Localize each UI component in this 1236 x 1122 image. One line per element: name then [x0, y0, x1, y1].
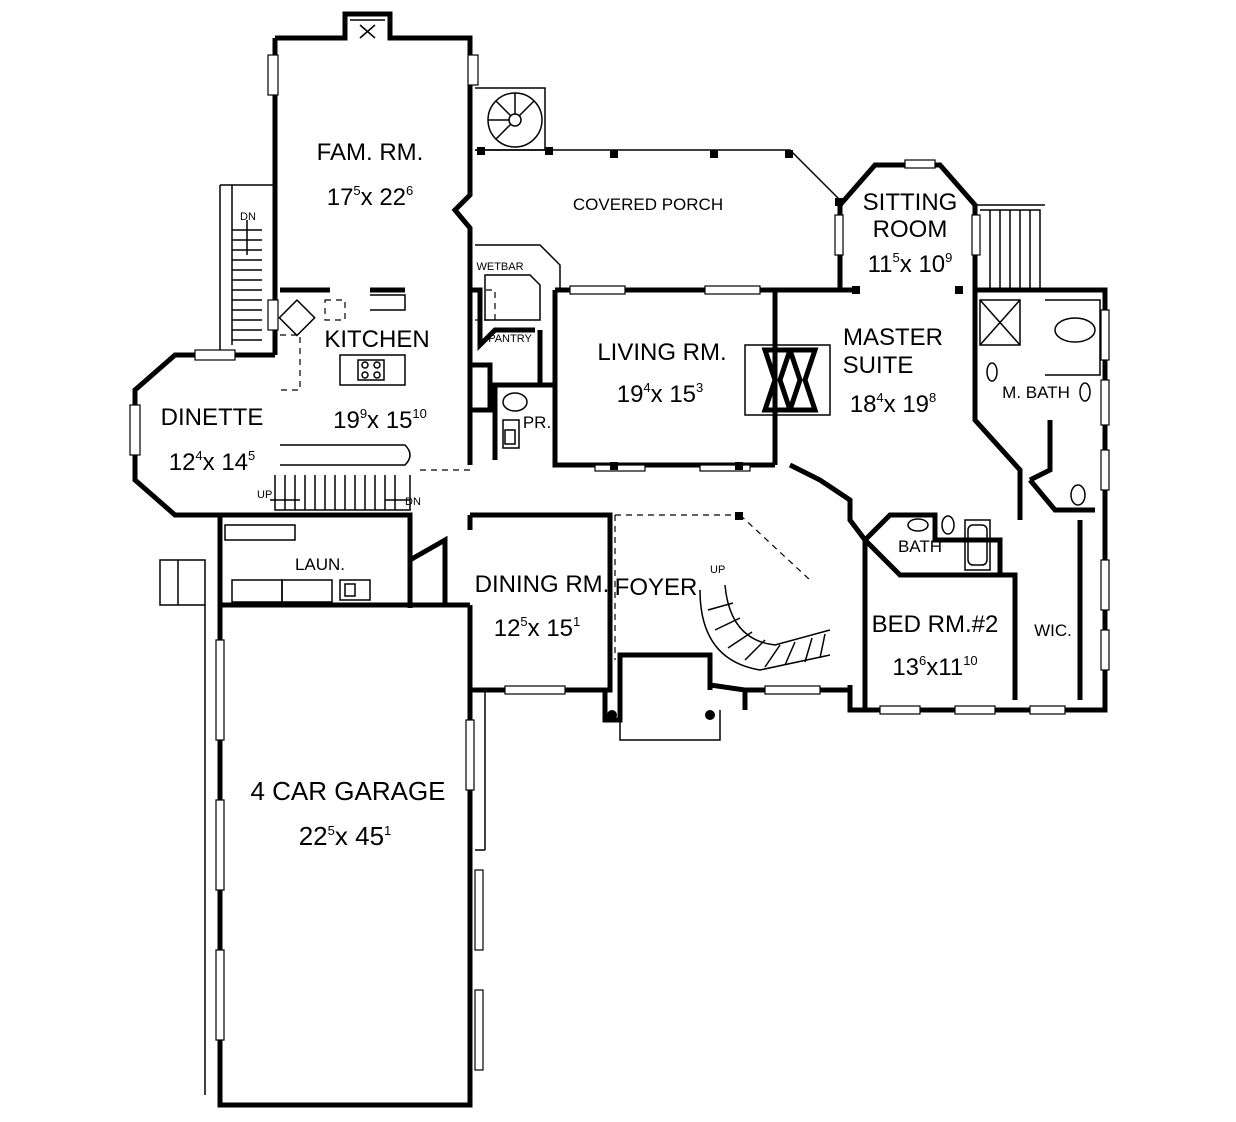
foyer-curved-stair — [420, 469, 831, 671]
bed-rm-2-dims: 136x1110 — [892, 653, 977, 681]
fam-rm-label: FAM. RM. — [317, 139, 424, 166]
dining-rm-label: DINING RM. — [475, 571, 610, 598]
dinette-dims: 124x 145 — [169, 448, 256, 476]
kitchen-fixtures — [278, 294, 406, 391]
garage-label: 4 CAR GARAGE — [250, 776, 445, 806]
windows — [129, 54, 1110, 1071]
deck-stair — [975, 204, 1045, 290]
wetbar-label: WETBAR — [476, 261, 523, 273]
fireplace — [744, 344, 831, 416]
laun-label: LAUN. — [295, 555, 345, 574]
pantry-label: PANTRY — [488, 333, 532, 345]
powder-fixtures — [502, 392, 528, 449]
bath2-fixtures — [907, 515, 991, 571]
basement-stair — [232, 220, 262, 341]
m-bath-label: M. BATH — [1002, 383, 1070, 402]
main-stair — [270, 444, 411, 511]
covered-porch-label: COVERED PORCH — [573, 195, 723, 214]
kitchen-dims: 199x 1510 — [333, 406, 427, 434]
master-suite-label-1: MASTER — [843, 324, 943, 351]
sitting-room-dims: 115x 109 — [868, 250, 953, 278]
living-rm-dims: 194x 153 — [617, 380, 704, 408]
dining-rm-dims: 125x 151 — [494, 614, 581, 642]
stair-dn-top-label: DN — [240, 211, 256, 223]
bath-label: BATH — [898, 537, 942, 556]
room-labels: FAM. RM. 175x 226 COVERED PORCH SITTING … — [161, 139, 1072, 851]
foyer-label: FOYER — [615, 574, 698, 601]
living-rm-label: LIVING RM. — [597, 339, 726, 366]
master-suite-label-2: SUITE — [843, 352, 914, 379]
laundry-fixtures — [159, 524, 371, 606]
spiral-stair — [487, 92, 543, 148]
stair-up-main-label: UP — [257, 489, 272, 501]
porch-posts — [477, 147, 963, 720]
pr-label: PR. — [523, 413, 551, 432]
bed-rm-2-label: BED RM.#2 — [872, 611, 999, 638]
master-bath-fixtures — [979, 299, 1101, 506]
kitchen-label: KITCHEN — [324, 326, 429, 353]
stair-dn-main-label: DN — [405, 496, 421, 508]
garage-dims: 225x 451 — [299, 821, 392, 851]
master-suite-dims: 184x 198 — [850, 390, 937, 418]
wetbar-fixtures — [475, 274, 541, 321]
exterior-walls — [132, 11, 1108, 1108]
stair-up-foyer-label: UP — [710, 564, 725, 576]
fam-rm-dims: 175x 226 — [327, 183, 414, 211]
sitting-room-label-1: SITTING — [863, 189, 958, 216]
wic-label: WIC. — [1034, 621, 1072, 640]
dinette-label: DINETTE — [161, 404, 264, 431]
sitting-room-label-2: ROOM — [873, 216, 948, 243]
